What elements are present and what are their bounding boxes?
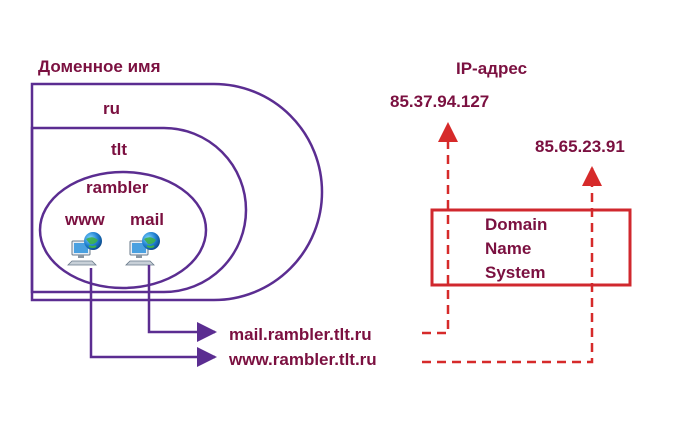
zone-tlt-boundary [30,126,248,294]
zone-ru-label: ru [103,99,120,118]
network-computer-icon [67,232,102,266]
dns-box-line-1: Domain [485,215,547,234]
mail-dns-lookup-line [422,122,458,335]
zone-rambler-boundary [38,170,208,290]
dns-box [430,208,632,287]
ip-address-heading: IP-адрес [456,59,527,78]
host-mail-label: mail [130,210,164,229]
fqdn-mail-label: mail.rambler.tlt.ru [229,325,372,344]
ip-mail-value: 85.37.94.127 [390,92,489,111]
mail-connector-line [147,265,217,342]
fqdn-www-label: www.rambler.tlt.ru [228,350,377,369]
ip-www-value: 85.65.23.91 [535,137,625,156]
zone-rambler-label: rambler [86,178,149,197]
zone-tlt-label: tlt [111,140,127,159]
dns-box-line-3: System [485,263,545,282]
host-www-label: www [64,210,105,229]
zone-ru-boundary [30,82,324,302]
www-connector-line [89,268,217,367]
dns-box-line-2: Name [485,239,531,258]
www-dns-lookup-line [422,166,602,364]
domain-name-heading: Доменное имя [38,57,161,76]
network-computer-icon [125,232,160,266]
